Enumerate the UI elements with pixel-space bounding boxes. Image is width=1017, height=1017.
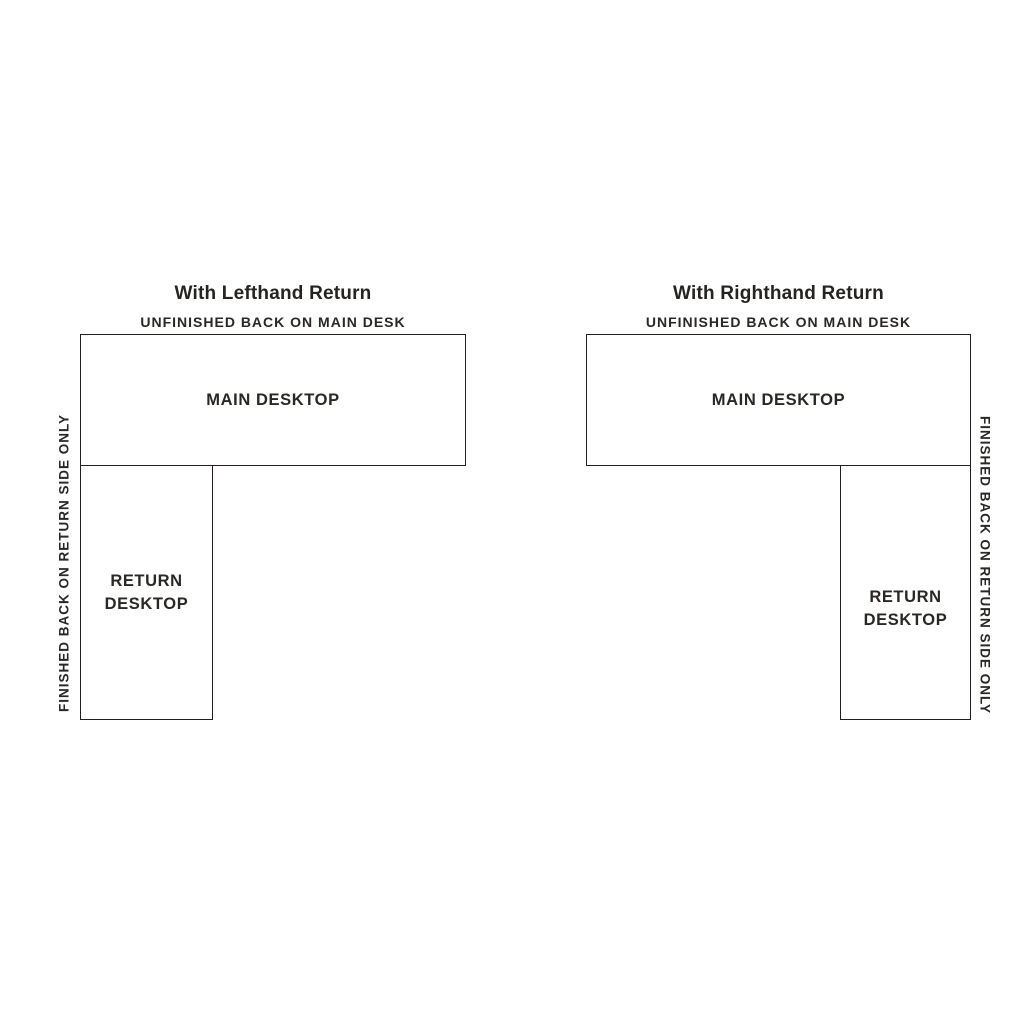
finished-back-side-label: FINISHED BACK ON RETURN SIDE ONLY [977,415,993,715]
finished-back-side-label: FINISHED BACK ON RETURN SIDE ONLY [56,413,72,713]
diagram-title: With Lefthand Return [174,283,372,304]
main-desktop-rect: MAIN DESKTOP [80,334,466,466]
return-desktop-rect: RETURN DESKTOP [80,466,213,720]
main-desktop-label: MAIN DESKTOP [206,390,340,409]
unfinished-back-label: UNFINISHED BACK ON MAIN DESK [140,314,406,330]
return-desktop-label: RETURN DESKTOP [863,587,948,629]
main-desktop-label: MAIN DESKTOP [711,390,846,409]
main-desktop-rect: MAIN DESKTOP [586,334,971,466]
return-desktop-label: RETURN DESKTOP [104,571,189,613]
diagram-title: With Righthand Return [673,283,884,304]
return-desktop-rect: RETURN DESKTOP [840,466,971,720]
unfinished-back-label: UNFINISHED BACK ON MAIN DESK [645,314,912,330]
